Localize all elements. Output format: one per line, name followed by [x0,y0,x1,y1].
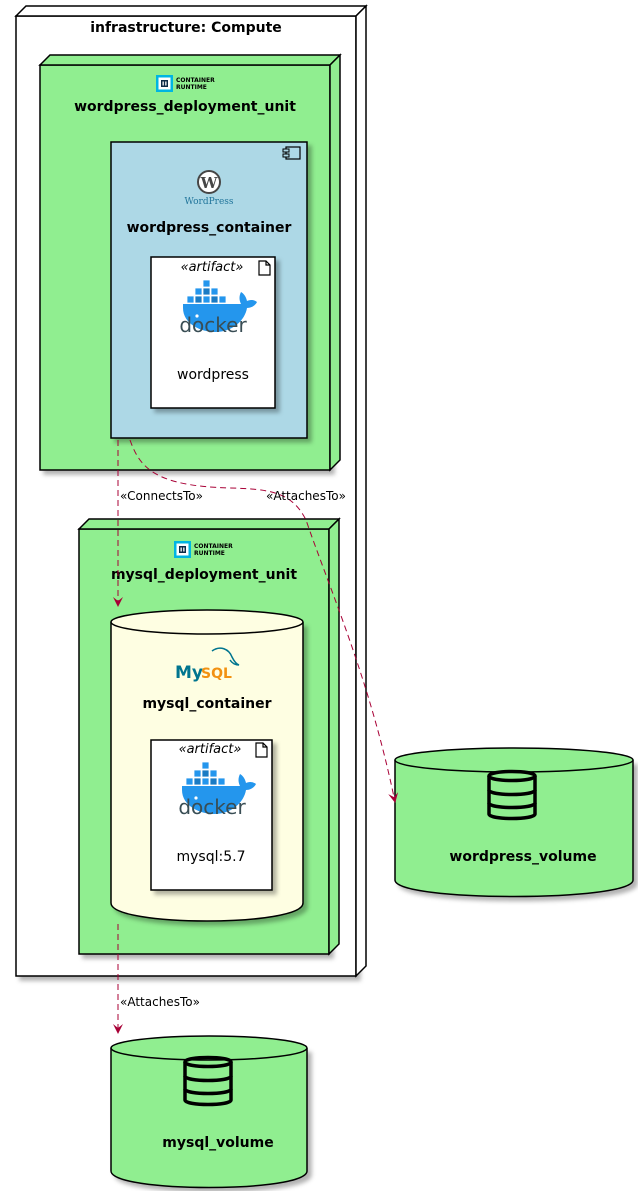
badge-line-2: RUNTIME [194,550,225,557]
docker-logo-icon: docker [178,761,257,819]
badge-line-1: CONTAINER [194,543,233,550]
artifact-icon [255,742,268,758]
edge-connects-to-label: «ConnectsTo» [120,489,203,503]
compute-node-label: infrastructure: Compute [90,20,282,36]
mysql-logo-text-2: SQL [201,666,232,682]
mysql-volume: mysql_volume [110,1035,308,1189]
mysql-logo-text-1: My [175,663,203,683]
wordpress-volume: wordpress_volume [394,747,634,898]
mysql-container-label: mysql_container [142,696,271,712]
wordpress-volume-label: wordpress_volume [449,849,596,865]
edge-attaches-to-wordpress-label: «AttachesTo» [266,489,346,503]
mysql-artifact-stereotype: «artifact» [179,742,242,757]
svg-text:W: W [200,174,219,192]
mysql-volume-label: mysql_volume [162,1135,273,1151]
docker-logo-icon: docker [179,279,258,337]
badge-line-1: CONTAINER [176,77,215,84]
container-runtime-icon: CONTAINER RUNTIME [156,75,215,92]
wordpress-artifact-stereotype: «artifact» [181,260,244,275]
wordpress-logo-text: WordPress [184,197,233,207]
wordpress-artifact: «artifact» docker wordpress [150,256,276,409]
edge-attaches-to-wordpress-volume: «AttachesTo» [129,439,399,803]
mysql-logo-icon: My SQL [175,647,240,683]
edge-attaches-to-mysql-volume: «AttachesTo» [113,924,200,1034]
docker-logo-text: docker [179,313,247,337]
mysql-artifact-label: mysql:5.7 [177,849,246,865]
container-runtime-icon: CONTAINER RUNTIME [174,541,233,558]
component-icon [282,146,301,160]
badge-line-2: RUNTIME [176,84,207,91]
wordpress-artifact-label: wordpress [177,367,249,383]
mysql-artifact: «artifact» docker mysql:5.7 [150,739,273,891]
wordpress-container-label: wordpress_container [127,220,292,236]
wordpress-logo-icon: W WordPress [184,170,234,207]
wordpress-unit-label: wordpress_deployment_unit [74,99,296,115]
edge-connects-to: «ConnectsTo» [113,440,203,607]
edge-attaches-to-mysql-label: «AttachesTo» [120,995,200,1009]
artifact-icon [258,260,271,276]
docker-logo-text: docker [178,795,246,819]
mysql-unit-label: mysql_deployment_unit [111,567,297,583]
